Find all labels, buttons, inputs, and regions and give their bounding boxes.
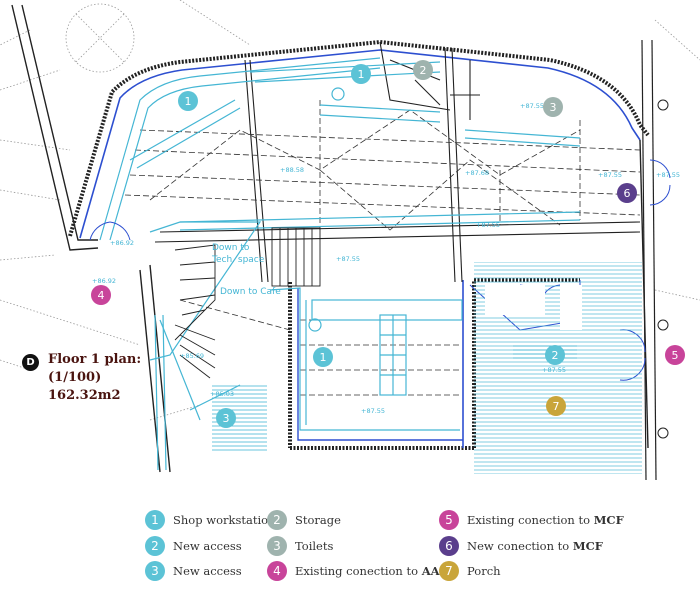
plan-area: 162.32m2 — [48, 388, 121, 403]
level-label: +85.03 — [210, 390, 234, 398]
marker-5: 5 — [672, 349, 679, 362]
level-label: +85.69 — [180, 352, 204, 360]
level-label: +86.92 — [92, 277, 116, 285]
column-markers — [657, 99, 669, 439]
level-label: +87.55 — [598, 171, 622, 179]
label-down-cafe: Down to Cafe — [220, 287, 281, 297]
label-down-tech: Down to — [212, 243, 250, 253]
marker-7: 7 — [553, 400, 560, 413]
left-wall — [11, 4, 171, 473]
marker-1: 1 — [185, 95, 192, 108]
level-label: +87.55 — [476, 221, 500, 229]
stairs — [174, 227, 321, 379]
interior-walls — [154, 41, 641, 283]
level-label: +88.58 — [280, 166, 304, 174]
marker-3: 3 — [550, 101, 557, 114]
marker-4: 4 — [98, 289, 105, 302]
marker-1: 1 — [358, 68, 365, 81]
context-lines — [0, 0, 700, 421]
marker-3: 3 — [223, 412, 230, 425]
marker-1: 1 — [320, 351, 327, 364]
workstation-furniture — [99, 57, 581, 471]
dashed-lines — [124, 100, 641, 396]
level-label: +87.55 — [361, 407, 385, 415]
plan-title: Floor 1 plan: — [48, 352, 142, 367]
marker-6: 6 — [624, 187, 631, 200]
marker-2: 2 — [552, 349, 559, 362]
level-label: +87.55 — [542, 366, 566, 374]
plan-badge: D — [22, 354, 39, 371]
porch-hatch — [212, 262, 642, 474]
level-label: +87.55 — [336, 255, 360, 263]
level-label: +87.55 — [656, 171, 680, 179]
plan-scale: (1/100) — [48, 370, 102, 385]
level-label: +87.68 — [465, 169, 489, 177]
level-label: +87.55 — [520, 102, 544, 110]
label-tech-space: Tech. space — [211, 255, 265, 265]
marker-2: 2 — [420, 64, 427, 77]
level-label: +86.92 — [110, 239, 134, 247]
